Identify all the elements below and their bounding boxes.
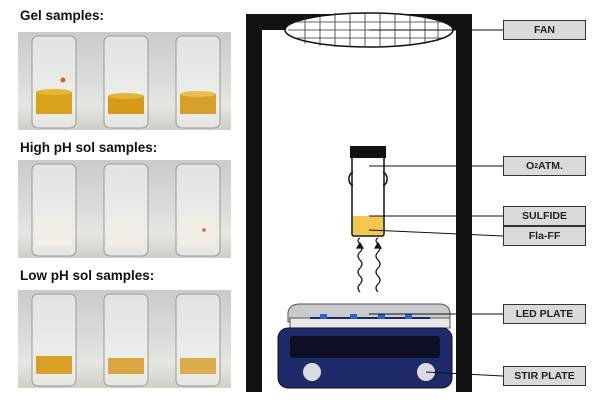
high-ph-sol-samples-title: High pH sol samples: xyxy=(20,140,158,155)
stir-plate-icon xyxy=(277,327,453,389)
o2-atm-label-sub: 2 xyxy=(534,162,539,170)
gel-samples-photo xyxy=(18,32,231,130)
frame-right-post xyxy=(456,14,472,392)
sulfide-label: SULFIDE xyxy=(503,206,586,226)
stir-plate-label: STIR PLATE xyxy=(503,366,586,386)
fla-ff-label: Fla-FF xyxy=(503,226,586,246)
low-ph-sol-samples-photo xyxy=(18,290,231,388)
vial-icon xyxy=(348,146,388,237)
light-wave-icon xyxy=(355,237,383,293)
fan-label: FAN xyxy=(503,20,586,40)
high-ph-sol-samples-photo xyxy=(18,160,231,258)
frame-left-post xyxy=(246,14,262,392)
low-ph-sol-samples-title: Low pH sol samples: xyxy=(20,268,155,283)
led-plate-label: LED PLATE xyxy=(503,304,586,324)
gel-samples-title: Gel samples: xyxy=(20,8,105,23)
o2-atm-label-main: O xyxy=(526,160,535,172)
led-plate-icon xyxy=(287,303,451,329)
o2-atm-label-rest: ATM. xyxy=(538,160,563,172)
